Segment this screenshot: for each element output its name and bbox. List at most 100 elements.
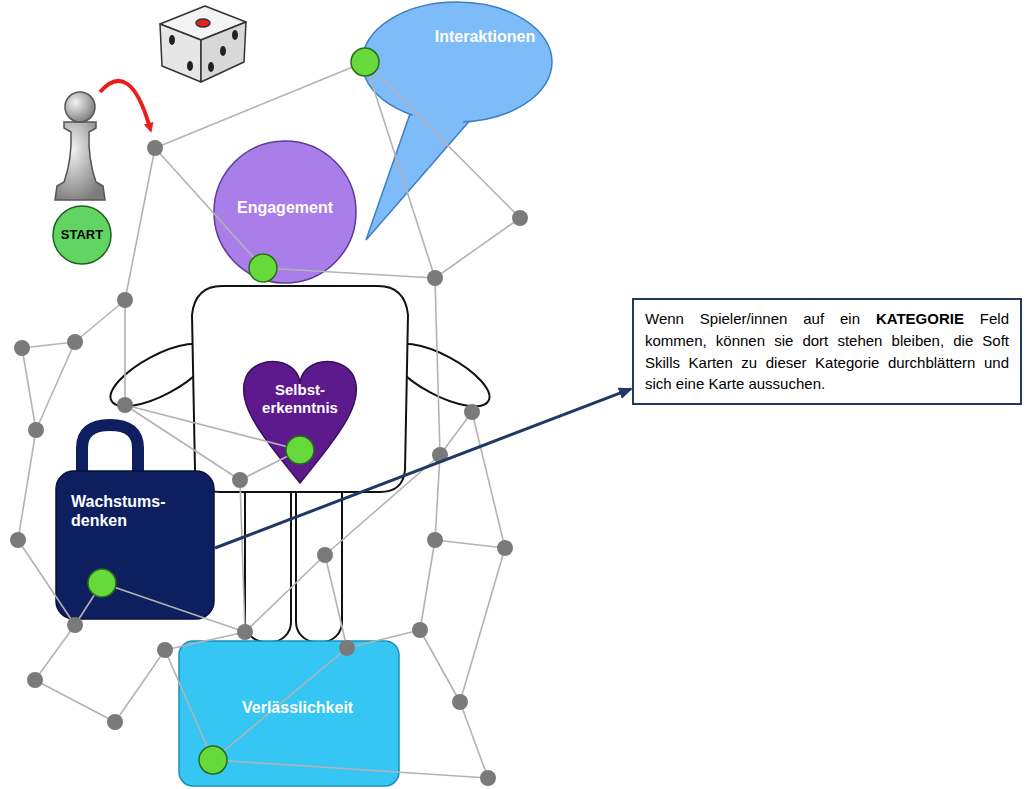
path-field	[427, 532, 443, 548]
category-label: Interaktionen	[420, 27, 550, 46]
path-line	[420, 630, 460, 702]
path-line	[365, 62, 520, 218]
heart-outline	[243, 362, 356, 483]
callout-text: Wenn Spieler/innen auf ein KATEGORIE Fel…	[645, 308, 1009, 395]
emphasis: KATEGORIE	[876, 310, 964, 327]
path-line	[420, 540, 435, 630]
shape-outline	[214, 141, 356, 283]
robot-leg	[245, 470, 291, 642]
path-field	[237, 624, 253, 640]
path-line	[213, 760, 488, 778]
category-heart: Selbst- erkenntnis	[240, 355, 360, 485]
pawn-head	[65, 92, 95, 122]
path-field	[497, 540, 513, 556]
dice-face	[160, 24, 201, 82]
dice-pip	[169, 35, 175, 45]
category-label: START	[52, 227, 112, 243]
path-field	[157, 642, 173, 658]
dice-pip	[220, 46, 226, 56]
path-field	[27, 672, 43, 688]
path-line	[435, 218, 520, 278]
path-line	[18, 430, 36, 540]
category-bubble: Interaktionen	[360, 0, 555, 245]
path-field	[232, 472, 248, 488]
path-line	[365, 62, 435, 278]
move-arrow	[100, 81, 150, 128]
path-line	[125, 405, 240, 480]
path-line	[35, 625, 75, 680]
dice-face	[201, 22, 246, 82]
path-line	[18, 540, 75, 625]
path-line	[155, 148, 263, 268]
category-field	[249, 254, 277, 282]
path-line	[36, 342, 75, 430]
box-outline	[56, 471, 214, 619]
callout-arrow	[215, 389, 631, 548]
dice-pip	[208, 62, 214, 72]
path-line	[35, 680, 115, 722]
path-field	[427, 270, 443, 286]
path-line	[325, 555, 347, 648]
path-line	[435, 278, 440, 455]
path-line	[102, 583, 245, 632]
path-line	[245, 555, 325, 632]
category-label: Wachstums- denken	[71, 492, 179, 530]
category-bag-shape	[55, 470, 215, 620]
path-field	[464, 404, 480, 420]
path-field	[14, 340, 30, 356]
category-field	[286, 436, 314, 464]
path-line	[213, 648, 347, 760]
path-line	[165, 650, 213, 760]
path-field	[10, 532, 26, 548]
category-bag: Wachstums- denken	[55, 470, 215, 620]
category-label: Engagement	[213, 198, 357, 217]
category-label: Selbst- erkenntnis	[254, 381, 346, 417]
path-field	[117, 292, 133, 308]
path-line	[125, 148, 155, 300]
robot-leg	[296, 470, 342, 642]
path-line	[165, 632, 245, 650]
path-field	[512, 210, 528, 226]
callout-box: Wenn Spieler/innen auf ein KATEGORIE Fel…	[632, 298, 1022, 405]
path-line	[435, 540, 505, 548]
path-line	[124, 300, 126, 405]
category-circle: Engagement	[213, 140, 357, 284]
path-field	[67, 617, 83, 633]
path-line	[22, 348, 36, 430]
path-line	[347, 630, 420, 648]
path-line	[75, 300, 125, 342]
path-line	[125, 405, 300, 450]
robot-body	[192, 286, 408, 492]
bubble-outline	[362, 2, 552, 122]
dice-pip	[196, 19, 210, 27]
path-field	[412, 622, 428, 638]
path-line	[440, 412, 472, 455]
pawn-body	[55, 122, 105, 200]
category-label: Verlässlichkeit	[242, 698, 392, 717]
dice-pip	[232, 30, 238, 40]
path-field	[452, 694, 468, 710]
path-line	[22, 342, 75, 348]
shape-outline	[53, 206, 111, 264]
category-field	[199, 746, 227, 774]
path-line	[460, 702, 488, 778]
dice-pip	[187, 61, 193, 71]
category-field	[351, 48, 379, 76]
bag-handle	[82, 425, 138, 472]
path-line	[435, 455, 440, 540]
path-field	[67, 334, 83, 350]
path-line	[460, 548, 505, 702]
path-field	[28, 422, 44, 438]
path-field	[480, 770, 496, 786]
path-field	[147, 140, 163, 156]
category-field	[88, 569, 116, 597]
pawn	[55, 92, 105, 200]
path-line	[240, 480, 245, 632]
path-field	[317, 547, 333, 563]
path-line	[155, 62, 365, 148]
path-line	[472, 412, 505, 548]
